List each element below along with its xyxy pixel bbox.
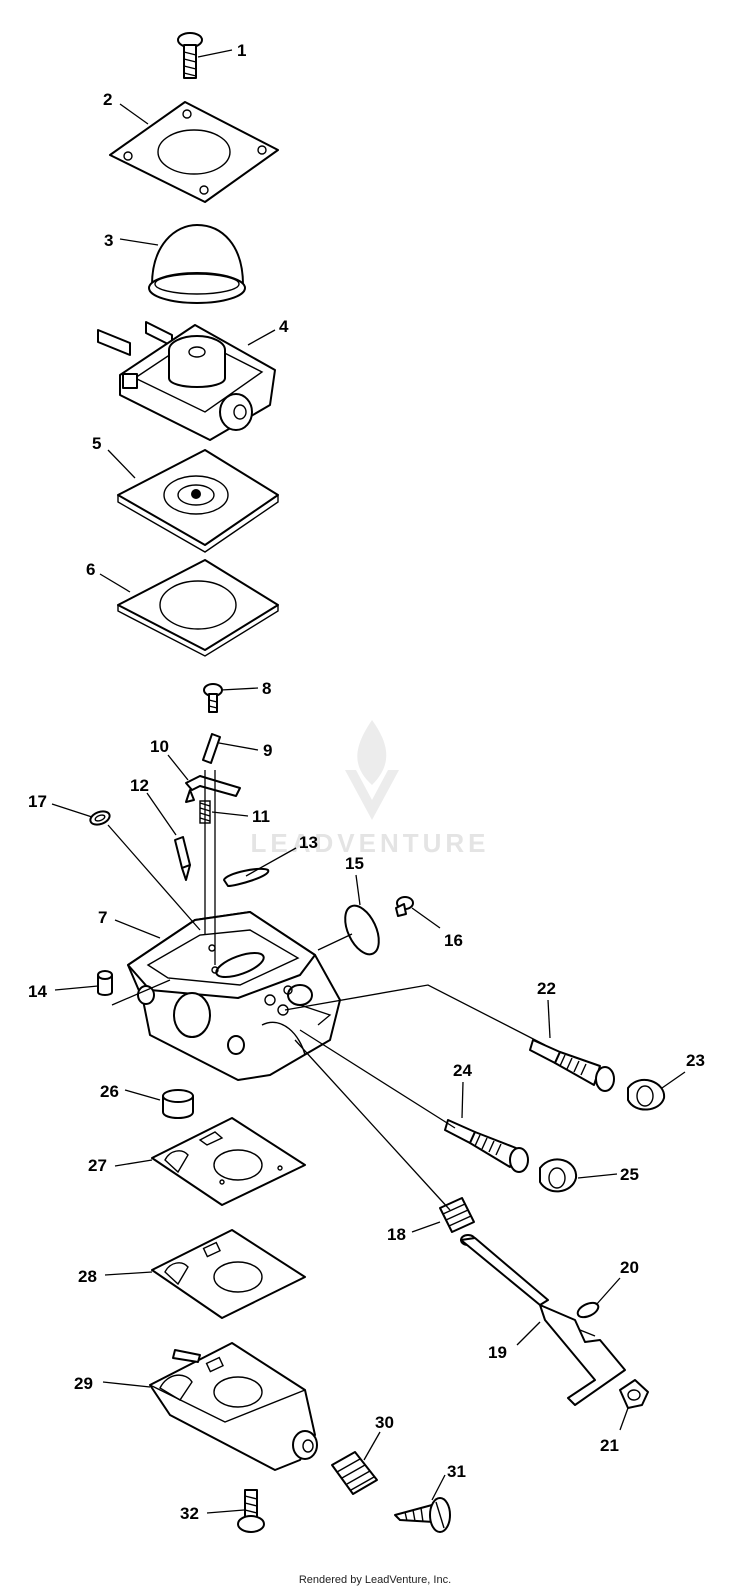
callout-12: 12 <box>130 776 149 795</box>
callout-19: 19 <box>488 1343 507 1362</box>
callout-16: 16 <box>444 931 463 950</box>
part-14-plug <box>97 970 113 996</box>
callout-23: 23 <box>686 1051 705 1070</box>
part-20-clip <box>576 1301 600 1319</box>
callout-21: 21 <box>600 1436 619 1455</box>
callout-26: 26 <box>100 1082 119 1101</box>
part-19-throttle-shaft <box>460 1234 626 1406</box>
callout-8: 8 <box>262 679 271 698</box>
callout-30: 30 <box>375 1413 394 1432</box>
part-30-spring <box>331 1451 378 1495</box>
part-17-clip <box>89 810 111 826</box>
part-4-pump-body <box>97 321 276 441</box>
part-16-screw <box>395 896 414 917</box>
part-25-limiter-cap <box>539 1158 578 1193</box>
callout-10: 10 <box>150 737 169 756</box>
part-5-pump-diaphragm <box>117 449 279 553</box>
callout-28: 28 <box>78 1267 97 1286</box>
part-1-screw <box>177 32 203 79</box>
callout-11: 11 <box>252 807 270 826</box>
part-23-limiter-cap <box>627 1078 666 1111</box>
watermark-text: LEADVENTURE <box>250 828 489 858</box>
callout-14: 14 <box>28 982 47 1001</box>
callout-4: 4 <box>279 317 289 336</box>
part-22-mixture-needle <box>529 1039 615 1092</box>
part-10-metering-lever <box>185 775 241 803</box>
callout-2: 2 <box>103 90 112 109</box>
part-28-metering-gasket <box>151 1229 306 1319</box>
callout-22: 22 <box>537 979 556 998</box>
part-29-metering-cover <box>149 1342 318 1471</box>
callout-31: 31 <box>447 1462 466 1481</box>
callout-29: 29 <box>74 1374 93 1393</box>
callout-13: 13 <box>299 833 318 852</box>
part-7-carburetor-body <box>127 911 341 1081</box>
part-24-mixture-needle <box>444 1119 529 1173</box>
callout-1: 1 <box>237 41 246 60</box>
callout-9: 9 <box>263 741 272 760</box>
part-13-small-gasket <box>223 867 270 887</box>
callout-labels: 1 2 3 4 5 6 8 9 10 11 12 13 17 15 7 16 1… <box>28 41 705 1523</box>
callout-24: 24 <box>453 1061 472 1080</box>
part-15-throttle-plate <box>344 904 380 956</box>
part-18-spring <box>439 1197 475 1233</box>
callout-25: 25 <box>620 1165 639 1184</box>
part-12-inlet-needle <box>174 836 191 881</box>
part-3-primer-bulb <box>148 224 246 304</box>
callout-18: 18 <box>387 1225 406 1244</box>
part-26-filter <box>162 1089 194 1119</box>
part-6-pump-gasket <box>117 559 279 657</box>
render-credit: Rendered by LeadVenture, Inc. <box>298 1574 452 1586</box>
part-21-screw <box>619 1379 649 1409</box>
callout-5: 5 <box>92 434 101 453</box>
callout-7: 7 <box>98 908 107 927</box>
callout-27: 27 <box>88 1156 107 1175</box>
part-2-cover-gasket <box>109 101 279 203</box>
callout-6: 6 <box>86 560 95 579</box>
part-8-screw <box>203 683 223 713</box>
callout-20: 20 <box>620 1258 639 1277</box>
leader-lines <box>51 49 686 1514</box>
leadventure-watermark: LEADVENTURE <box>250 720 489 858</box>
callout-3: 3 <box>104 231 113 250</box>
callout-17: 17 <box>28 792 47 811</box>
part-32-screw <box>237 1489 265 1533</box>
part-31-screw <box>394 1497 451 1533</box>
part-27-metering-diaphragm <box>151 1117 306 1206</box>
part-9-pin <box>202 733 221 764</box>
callout-15: 15 <box>345 854 364 873</box>
callout-32: 32 <box>180 1504 199 1523</box>
